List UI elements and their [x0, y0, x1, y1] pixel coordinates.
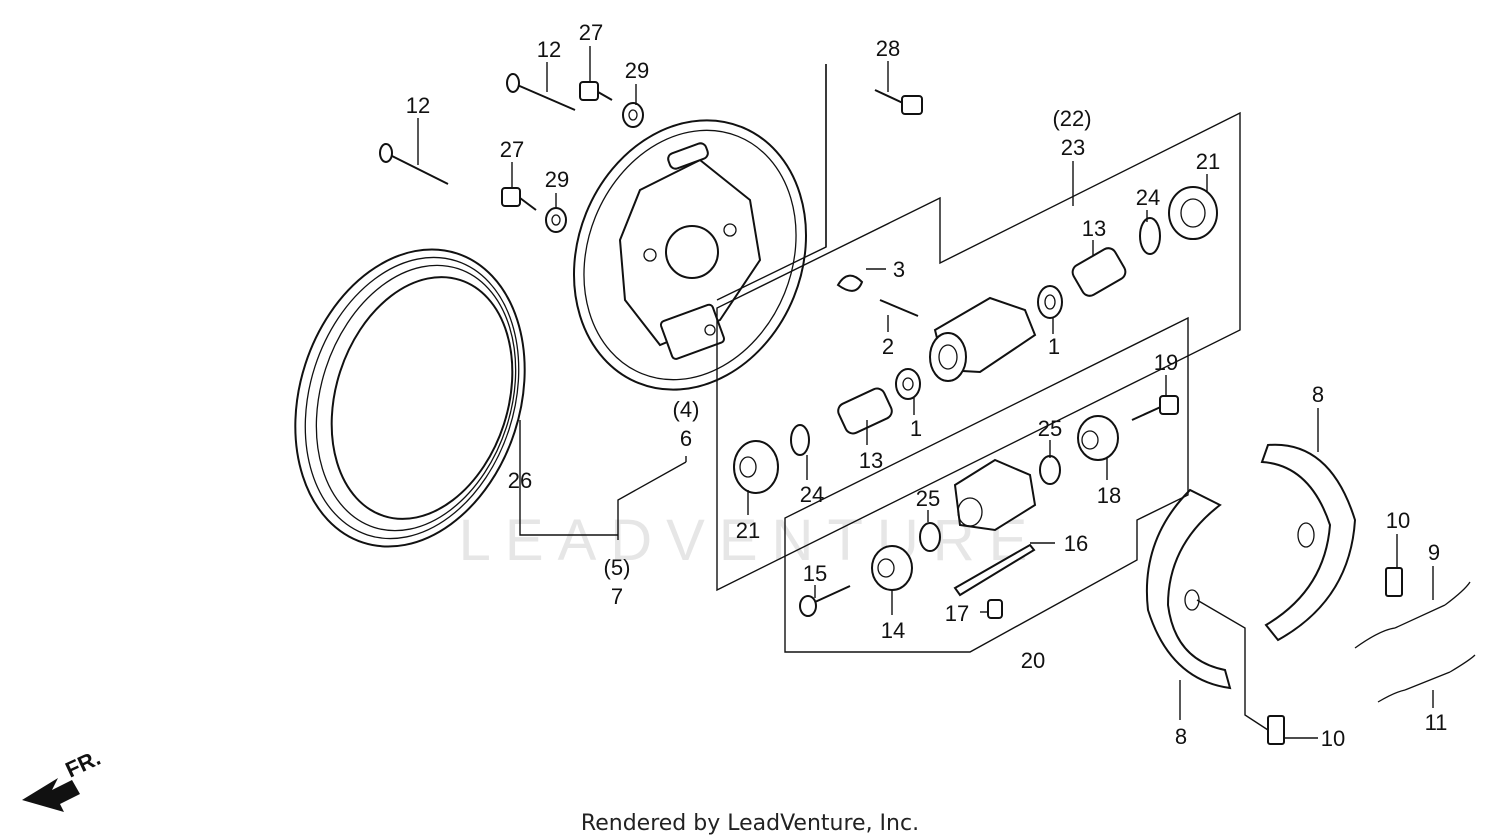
bolt-28	[874, 89, 923, 115]
callout-13-lower: 13	[859, 448, 883, 473]
callout-25-upper: 25	[1038, 416, 1062, 441]
callouts: 12 12 27 27 29 29 28 (22) 23 21 24 13 3 …	[406, 20, 1448, 751]
adjuster-body	[953, 458, 1037, 532]
bolt-15	[799, 585, 851, 617]
boot-21-upper	[1168, 186, 1218, 240]
washer-29-lower	[545, 207, 567, 233]
callout-16: 16	[1064, 531, 1088, 556]
brake-panel	[572, 119, 808, 391]
callout-2: 2	[882, 334, 894, 359]
callout-8-lower: 8	[1175, 724, 1187, 749]
cup-1-upper	[1037, 285, 1063, 319]
callout-22: (22)	[1052, 106, 1091, 131]
cup-1-lower	[895, 368, 921, 400]
callout-4: (4)	[673, 397, 700, 422]
callout-15: 15	[803, 561, 827, 586]
callout-27-lower: 27	[500, 137, 524, 162]
bolt-12-lower	[379, 143, 449, 185]
front-marker-label: FR.	[62, 745, 105, 783]
callout-26: 26	[508, 468, 532, 493]
piston-13-upper	[1071, 247, 1127, 297]
callout-11: 11	[1425, 710, 1448, 735]
front-arrow-icon: FR.	[22, 745, 104, 812]
callout-21-upper: 21	[1196, 149, 1220, 174]
callout-3: 3	[893, 257, 905, 282]
callout-1-lower: 1	[910, 416, 922, 441]
brake-drum	[294, 248, 526, 548]
return-spring-11	[1377, 654, 1476, 703]
callout-12-lower: 12	[406, 93, 430, 118]
washer-25-lower	[919, 522, 941, 552]
group-outline-panel	[716, 64, 827, 301]
callout-8-upper: 8	[1312, 382, 1324, 407]
boot-21-lower	[733, 440, 779, 494]
callout-10-lower: 10	[1321, 726, 1345, 751]
callout-9: 9	[1428, 540, 1440, 565]
group-outline-20	[784, 316, 1189, 653]
retainer-10-lower	[1267, 715, 1285, 745]
washer-29-upper	[622, 102, 644, 128]
callout-7: 7	[611, 584, 623, 609]
wheel-cylinder-upper	[929, 296, 1037, 382]
group-outline-23	[716, 111, 1241, 592]
callout-19: 19	[1154, 350, 1178, 375]
callout-27-upper: 27	[579, 20, 603, 45]
callout-21-lower: 21	[736, 518, 760, 543]
return-spring-9	[1354, 581, 1471, 649]
bolt-12-upper	[506, 73, 576, 111]
callout-29-lower: 29	[545, 167, 569, 192]
adjuster-nut-14	[871, 545, 913, 591]
clip-24-upper	[1139, 217, 1161, 255]
callout-24-lower: 24	[800, 482, 824, 507]
callout-24-upper: 24	[1136, 185, 1160, 210]
brake-shoe-8-left	[1145, 488, 1232, 690]
callout-29-upper: 29	[625, 58, 649, 83]
brake-shoe-8-right	[1260, 443, 1357, 642]
callout-5: (5)	[604, 555, 631, 580]
retainer-10-upper	[1385, 567, 1403, 597]
callout-6: 6	[680, 426, 692, 451]
callout-18: 18	[1097, 483, 1121, 508]
flange-bolt-27-lower	[501, 187, 537, 211]
bleeder-17	[987, 599, 1003, 619]
callout-20: 20	[1021, 648, 1045, 673]
flange-bolt-27-upper	[579, 81, 613, 101]
clip-24-lower	[790, 424, 810, 456]
callout-23: 23	[1061, 135, 1085, 160]
piston-13-lower	[837, 387, 893, 435]
adjuster-lever-16	[953, 543, 1036, 597]
callout-13-upper: 13	[1082, 216, 1106, 241]
callout-1-upper: 1	[1048, 334, 1060, 359]
callout-14: 14	[881, 618, 905, 643]
bleeder-screw-2	[879, 299, 919, 317]
callout-10-upper: 10	[1386, 508, 1410, 533]
callout-12-upper: 12	[537, 37, 561, 62]
bleeder-cap-3	[836, 274, 864, 292]
callout-28: 28	[876, 36, 900, 61]
leader-lines	[417, 46, 1434, 739]
washer-25-upper	[1039, 455, 1061, 485]
footer-credit: Rendered by LeadVenture, Inc.	[581, 811, 919, 836]
callout-17: 17	[945, 601, 969, 626]
bolt-19	[1131, 395, 1179, 421]
callout-25-lower: 25	[916, 486, 940, 511]
adjuster-wheel-18	[1077, 415, 1119, 461]
